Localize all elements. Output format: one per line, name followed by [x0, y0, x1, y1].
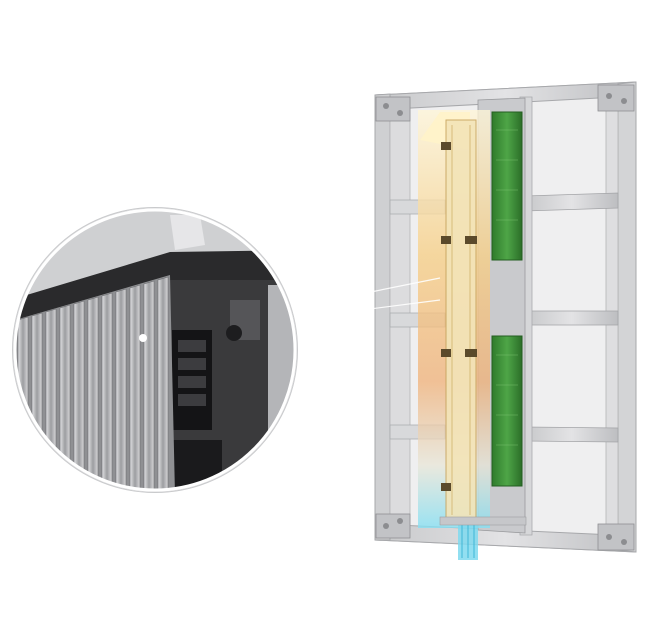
magnifier-detail [12, 207, 298, 493]
cabinet-right-rail [617, 81, 637, 553]
heat-sink-fins [15, 275, 175, 490]
module-clips [441, 142, 477, 491]
pcb-board-lower [491, 335, 523, 487]
cabinet-cross-bars [524, 192, 619, 443]
pcb-board-upper [491, 111, 523, 261]
corner-brackets [375, 84, 635, 551]
cabinet-left-rail [374, 93, 391, 541]
power-module [445, 119, 477, 521]
callout-dot [139, 334, 147, 342]
cabinet [374, 81, 637, 560]
